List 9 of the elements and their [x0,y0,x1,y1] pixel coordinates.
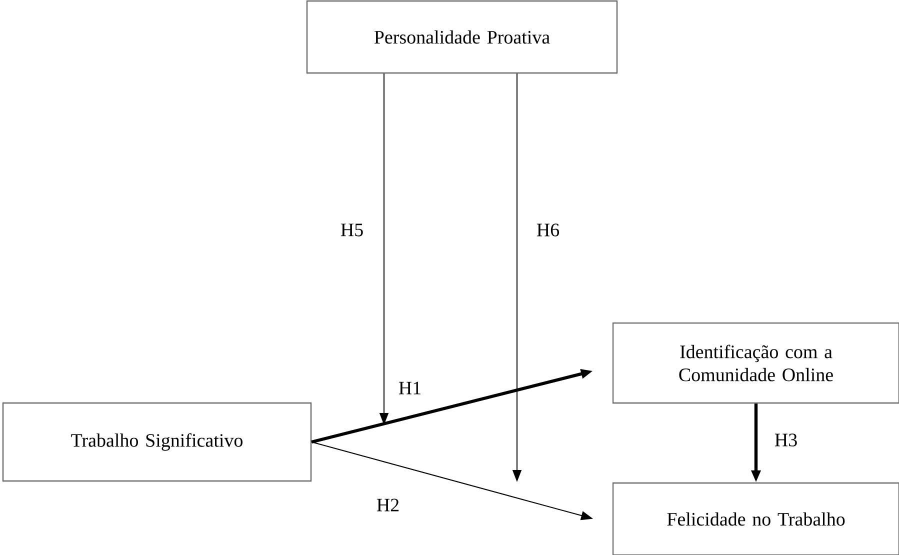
edge-label: H6 [535,222,561,238]
edge-label: H1 [397,380,423,396]
concept-box: Trabalho Significativo [2,402,312,482]
edge-label: H5 [339,222,365,238]
concept-box: Identificação com a Comunidade Online [612,322,899,404]
concept-box: Personalidade Proativa [306,0,618,74]
edge-label: H3 [773,432,799,448]
edge-label: H2 [375,498,401,512]
concept-box: Felicidade no Trabalho [612,482,899,555]
